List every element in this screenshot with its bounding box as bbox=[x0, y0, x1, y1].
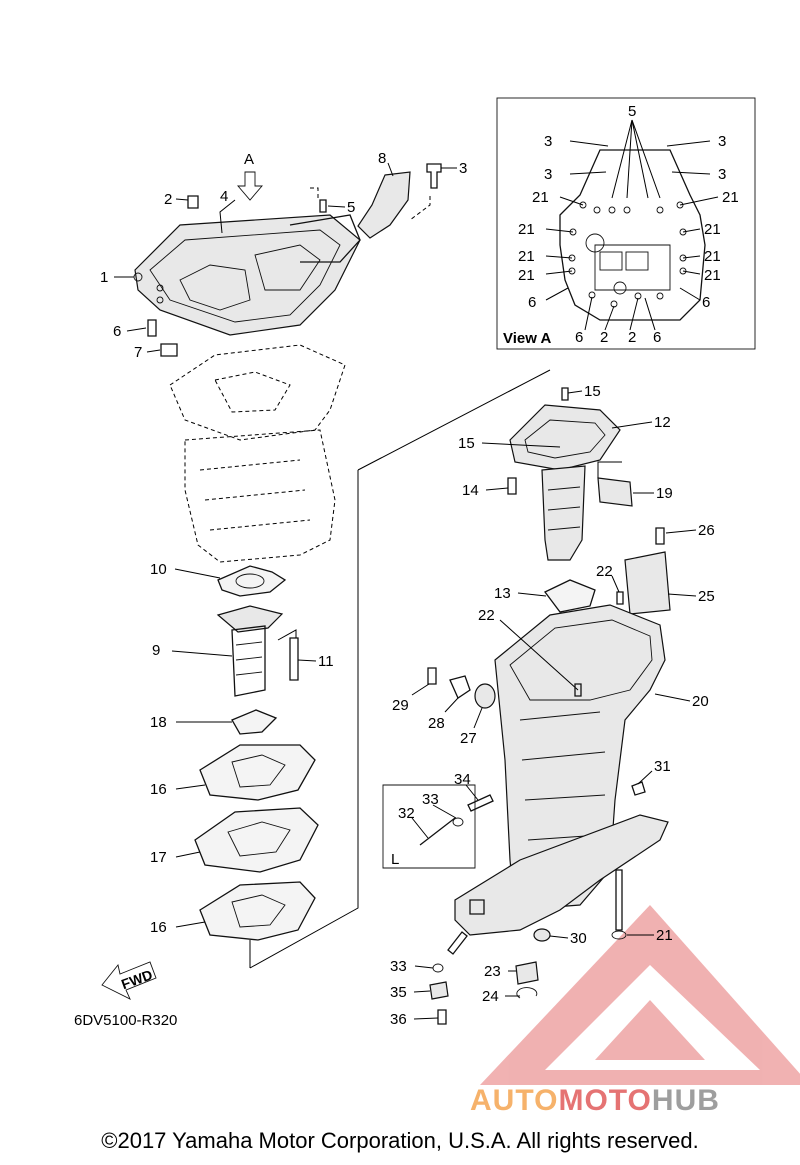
callout-13: 13 bbox=[494, 585, 511, 602]
view-a-label: View A bbox=[503, 330, 552, 347]
callout-7: 7 bbox=[134, 344, 142, 361]
callout-6: 6 bbox=[113, 323, 121, 340]
callout-18: 18 bbox=[150, 714, 167, 731]
callout-16-a: 16 bbox=[150, 781, 167, 798]
callout-8: 8 bbox=[378, 150, 386, 167]
callout-19: 19 bbox=[656, 485, 673, 502]
left-gasket-stack: 10 9 11 18 16 17 16 bbox=[150, 561, 334, 941]
callout-24: 24 bbox=[482, 988, 499, 1005]
callout-35: 35 bbox=[390, 984, 407, 1001]
callout-31: 31 bbox=[654, 758, 671, 775]
callout-25: 25 bbox=[698, 588, 715, 605]
callout-21: 21 bbox=[656, 927, 673, 944]
callout-3-d: 3 bbox=[718, 166, 726, 183]
arrow-a-label: A bbox=[244, 151, 254, 168]
callout-2-a: 2 bbox=[600, 329, 608, 346]
watermark-logo bbox=[480, 905, 800, 1085]
callout-6-b: 6 bbox=[702, 294, 710, 311]
brand-moto: MOTO bbox=[558, 1084, 652, 1117]
callout-23: 23 bbox=[484, 963, 501, 980]
diagram-code: 6DV5100-R320 bbox=[74, 1012, 177, 1029]
callout-6-c: 6 bbox=[575, 329, 583, 346]
callout-16-b: 16 bbox=[150, 919, 167, 936]
callout-15-b: 15 bbox=[458, 435, 475, 452]
inset-l-label: L bbox=[391, 851, 399, 868]
callout-27: 27 bbox=[460, 730, 477, 747]
brand-auto: AUTO bbox=[470, 1084, 559, 1117]
inset-l: 32 33 L 34 bbox=[382, 771, 494, 869]
callout-5-a: 5 bbox=[628, 103, 636, 120]
callout-21-c: 21 bbox=[518, 221, 535, 238]
callout-3-a: 3 bbox=[544, 133, 552, 150]
callout-2-b: 2 bbox=[628, 329, 636, 346]
callout-3-c: 3 bbox=[718, 133, 726, 150]
callout-21-f: 21 bbox=[704, 221, 721, 238]
callout-32: 32 bbox=[398, 805, 415, 822]
callout-30: 30 bbox=[570, 930, 587, 947]
callout-26: 26 bbox=[698, 522, 715, 539]
callout-22-b: 22 bbox=[478, 607, 495, 624]
watermark-brand: AUTOMOTOHUB bbox=[470, 1084, 720, 1118]
upper-casing: 20 22 31 bbox=[454, 604, 709, 936]
callout-6-a: 6 bbox=[528, 294, 536, 311]
fwd-label: FWD bbox=[119, 966, 154, 992]
callout-36: 36 bbox=[390, 1011, 407, 1028]
callout-11: 11 bbox=[318, 653, 334, 670]
callout-33-b: 33 bbox=[390, 958, 407, 975]
callout-5: 5 bbox=[347, 199, 355, 216]
callout-21-h: 21 bbox=[704, 267, 721, 284]
callout-2: 2 bbox=[164, 191, 172, 208]
exhaust-guide-assembly: 15 15 12 14 19 26 25 13 22 bbox=[458, 383, 715, 615]
ghost-powerhead bbox=[169, 344, 346, 563]
small-parts-27-29: 29 28 27 bbox=[392, 667, 496, 747]
callout-15-a: 15 bbox=[584, 383, 601, 400]
callout-9: 9 bbox=[152, 642, 160, 659]
callout-12: 12 bbox=[654, 414, 671, 431]
callout-17: 17 bbox=[150, 849, 167, 866]
callout-21-d: 21 bbox=[518, 248, 535, 265]
callout-6-d: 6 bbox=[653, 329, 661, 346]
callout-1: 1 bbox=[100, 269, 108, 286]
view-a-inset: 5 3 3 3 3 21 21 21 21 21 21 21 21 6 6 6 … bbox=[496, 97, 756, 350]
callout-33-a: 33 bbox=[422, 791, 439, 808]
callout-20: 20 bbox=[692, 693, 709, 710]
bottom-parts: 21 30 23 24 33 35 36 bbox=[390, 869, 673, 1028]
callout-34: 34 bbox=[454, 771, 471, 788]
callout-14: 14 bbox=[462, 482, 479, 499]
callout-21-e: 21 bbox=[518, 267, 535, 284]
callout-22-a: 22 bbox=[596, 563, 613, 580]
callout-4: 4 bbox=[220, 188, 228, 205]
callout-3: 3 bbox=[459, 160, 467, 177]
callout-21-a: 21 bbox=[532, 189, 549, 206]
brand-hub: HUB bbox=[651, 1084, 720, 1117]
upper-plate-assembly: A 2 4 1 6 7 8 3 5 bbox=[100, 150, 467, 361]
callout-29: 29 bbox=[392, 697, 409, 714]
copyright-footer: ©2017 Yamaha Motor Corporation, U.S.A. A… bbox=[101, 1128, 699, 1153]
callout-21-b: 21 bbox=[722, 189, 739, 206]
fwd-arrow: FWD bbox=[101, 961, 157, 1000]
callout-28: 28 bbox=[428, 715, 445, 732]
frame-lines bbox=[249, 369, 551, 969]
callout-10: 10 bbox=[150, 561, 167, 578]
callout-3-b: 3 bbox=[544, 166, 552, 183]
callout-21-g: 21 bbox=[704, 248, 721, 265]
